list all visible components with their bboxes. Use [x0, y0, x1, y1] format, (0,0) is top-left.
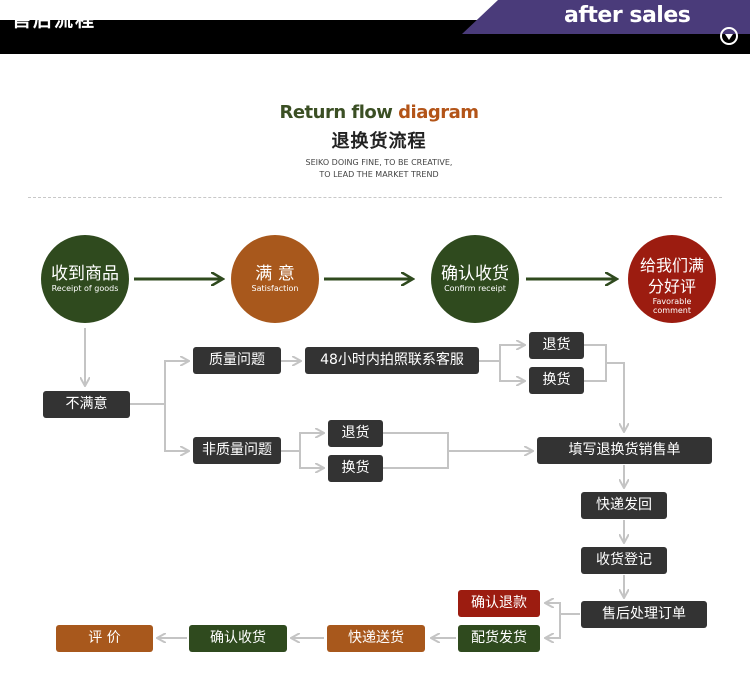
- header-subtitle: after sales: [564, 3, 691, 28]
- node-after-sales-order: 售后处理订单: [581, 601, 707, 628]
- tagline-line2: TO LEAD THE MARKET TREND: [319, 170, 439, 179]
- chevron-down-circle-icon[interactable]: [720, 27, 738, 45]
- step-satisfied: 满 意 Satisfaction: [231, 235, 319, 323]
- arrow-merge-fillform: [606, 362, 624, 431]
- step-receive-goods-en: Receipt of goods: [51, 284, 119, 293]
- review-en-line1: Favorable: [652, 297, 692, 306]
- node-unsatisfied: 不满意: [43, 391, 130, 418]
- step-confirm-receipt-cn: 确认收货: [441, 264, 509, 284]
- dashed-divider: [28, 197, 722, 198]
- node-quality-issue: 质量问题: [193, 347, 281, 374]
- node-exchange-1: 换货: [529, 367, 584, 394]
- arrow-contact-exchange: [499, 361, 524, 381]
- line-return2-merge: [383, 432, 449, 469]
- node-exchange-2: 换货: [328, 455, 383, 482]
- node-evaluate: 评 价: [56, 625, 153, 652]
- node-confirm-receipt-final: 确认收货: [189, 625, 287, 652]
- step-favorable-review: 给我们满 分好评 Favorable comment: [628, 235, 716, 323]
- review-cn-line2: 分好评: [647, 277, 696, 296]
- node-return-1: 退货: [529, 332, 584, 359]
- arrow-nonquality-exchange: [299, 451, 323, 468]
- node-non-quality-issue: 非质量问题: [193, 437, 281, 464]
- node-confirm-refund: 确认退款: [458, 590, 540, 617]
- node-contact-service: 48小时内拍照联系客服: [305, 347, 479, 374]
- node-dispatch-goods: 配货发货: [458, 625, 540, 652]
- step-favorable-review-cn: 给我们满 分好评: [628, 255, 716, 297]
- title-en-part: Return flow: [279, 102, 399, 123]
- header-accent-panel: [462, 0, 750, 34]
- node-return-2: 退货: [328, 420, 383, 447]
- line-return1-merge: [584, 344, 607, 382]
- node-fill-return-form: 填写退换货销售单: [537, 437, 712, 464]
- review-en-line2: comment: [652, 306, 691, 315]
- node-receipt-registration: 收货登记: [581, 547, 667, 574]
- step-receive-goods: 收到商品 Receipt of goods: [41, 235, 129, 323]
- node-express-delivery: 快递送货: [327, 625, 425, 652]
- arrow-nonquality-return: [281, 433, 323, 452]
- arrow-order-refund: [546, 603, 580, 615]
- step-receive-goods-cn: 收到商品: [51, 264, 119, 284]
- step-satisfied-en: Satisfaction: [251, 284, 299, 293]
- arrow-order-dispatch: [546, 614, 561, 638]
- diagram-title-en: Return flow diagram: [0, 102, 750, 123]
- review-cn-line1: 给我们满: [639, 256, 704, 275]
- arrow-to-quality: [164, 361, 188, 404]
- step-confirm-receipt-en: Confirm receipt: [444, 284, 506, 293]
- title-en-accent: diagram: [398, 102, 479, 123]
- arrow-to-nonquality: [164, 404, 188, 451]
- node-express-send-back: 快递发回: [581, 492, 667, 519]
- step-favorable-review-en: Favorable comment: [628, 297, 716, 315]
- step-satisfied-cn: 满 意: [255, 264, 295, 284]
- diagram-title-cn: 退换货流程: [331, 131, 427, 152]
- arrow-contact-return: [479, 345, 524, 362]
- header-title: 售后流程: [12, 9, 97, 31]
- tagline-line1: SEIKO DOING FINE, TO BE CREATIVE,: [305, 158, 453, 167]
- step-confirm-receipt: 确认收货 Confirm receipt: [431, 235, 519, 323]
